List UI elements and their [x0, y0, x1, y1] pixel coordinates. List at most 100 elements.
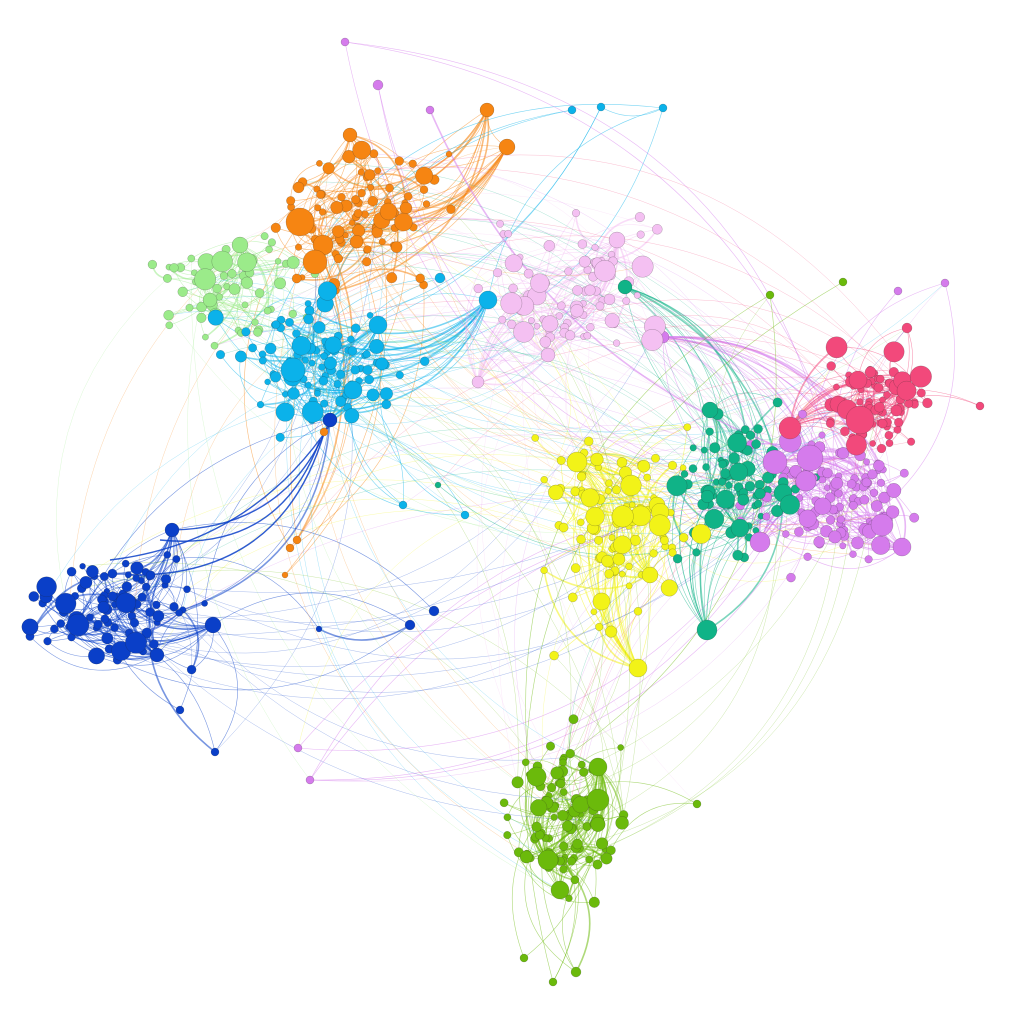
node-lime-green [570, 875, 580, 885]
edge [68, 171, 362, 627]
node-violet [851, 536, 864, 550]
edge [182, 263, 761, 494]
node-cyan [368, 315, 388, 335]
node-yellow [594, 535, 604, 545]
node-cyan [395, 371, 404, 380]
node-pink-lilac [471, 375, 485, 389]
edge [601, 228, 658, 262]
node-dark-blue [100, 614, 110, 624]
node-violet [836, 515, 845, 524]
node-light-green [194, 268, 217, 291]
node-cyan [318, 376, 329, 386]
edge [215, 317, 347, 395]
edge [369, 174, 565, 333]
edge [314, 341, 331, 421]
node-lime-green [511, 776, 524, 789]
node-magenta-red [874, 401, 885, 413]
node-light-green [169, 263, 179, 273]
node-teal [680, 470, 689, 478]
node-cyan [317, 281, 338, 301]
edge [423, 153, 450, 190]
edge [326, 308, 786, 471]
node-pink-lilac [572, 285, 583, 296]
edge [543, 569, 651, 590]
edge [553, 655, 604, 845]
edge [583, 299, 907, 391]
node-yellow [590, 452, 604, 467]
node-dark-blue [137, 592, 147, 602]
node-yellow [628, 658, 648, 678]
node-teal [705, 427, 714, 436]
node-cyan [256, 400, 265, 409]
node-pink-lilac [541, 315, 559, 333]
node-violet [749, 531, 771, 553]
node-cyan [320, 352, 329, 361]
node-cyan [658, 103, 668, 113]
node-cyan [285, 317, 294, 327]
edge [437, 484, 741, 556]
node-cyan [291, 335, 312, 356]
edge [285, 393, 870, 505]
edge [646, 429, 746, 478]
node-light-green [240, 276, 254, 289]
edge [303, 207, 342, 380]
node-cyan [320, 399, 329, 408]
edge [284, 207, 382, 576]
node-magenta-red [840, 426, 850, 437]
edge [262, 360, 352, 390]
edge [275, 357, 859, 502]
edge [562, 860, 591, 973]
edge [201, 227, 395, 308]
edge [465, 233, 509, 383]
node-magenta-red [856, 398, 864, 406]
node-light-green [254, 288, 265, 298]
edge [343, 387, 808, 519]
node-lime-green [568, 714, 579, 725]
edge [659, 525, 792, 582]
node-pink-lilac [533, 322, 541, 330]
node-cyan [596, 102, 606, 112]
edge [244, 304, 738, 461]
node-orange [357, 188, 366, 198]
node-orange [337, 192, 346, 202]
edge [136, 557, 320, 630]
edge [293, 394, 466, 516]
node-violet [859, 494, 870, 505]
node-cyan [270, 371, 282, 383]
node-orange [445, 150, 453, 158]
edge [92, 479, 581, 572]
node-light-green [228, 283, 241, 295]
edge [156, 454, 599, 656]
edge [104, 498, 670, 596]
node-violet [864, 555, 873, 564]
node-dark-blue [210, 747, 220, 757]
node-cyan [241, 327, 251, 337]
edge [216, 288, 276, 378]
edge [182, 419, 331, 611]
node-cyan [248, 343, 258, 353]
node-cyan [366, 311, 374, 319]
node-lime-green [577, 760, 586, 769]
edge [576, 426, 865, 483]
node-lime-green [545, 741, 556, 751]
node-violet [372, 79, 384, 91]
node-cyan [343, 380, 363, 400]
node-yellow [580, 488, 600, 508]
node-violet [798, 409, 807, 419]
node-light-green [187, 254, 196, 263]
edge [77, 624, 216, 753]
edge [372, 299, 489, 396]
edge [577, 486, 864, 801]
edge [466, 288, 479, 383]
edge [525, 294, 771, 775]
node-dark-blue [115, 592, 137, 614]
edge [878, 395, 981, 411]
edge [367, 249, 729, 477]
node-violet [899, 468, 909, 478]
node-magenta-red [896, 380, 917, 401]
node-violet [909, 512, 920, 523]
node-dark-blue [141, 582, 151, 592]
node-orange [479, 102, 495, 118]
edge [311, 362, 802, 534]
node-teal [762, 471, 775, 484]
